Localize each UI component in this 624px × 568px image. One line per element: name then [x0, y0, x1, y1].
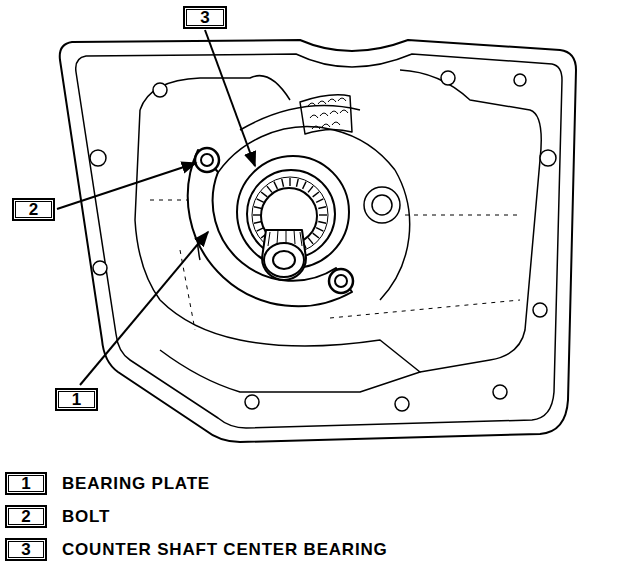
- part-name: BOLT: [62, 505, 110, 528]
- callout-number: 1: [21, 474, 30, 493]
- shaft: [262, 230, 306, 280]
- callout-number: 2: [21, 507, 30, 526]
- case-cavity: [400, 70, 541, 372]
- number-box: 3: [5, 538, 47, 561]
- callout-number: 2: [29, 200, 38, 219]
- case-flange: [76, 54, 562, 428]
- gear: [300, 95, 352, 134]
- bolt: [335, 275, 347, 287]
- bearing-plate: [188, 150, 352, 306]
- legend-entry: 3COUNTER SHAFT CENTER BEARING: [5, 538, 47, 561]
- boss: [372, 195, 392, 215]
- part-name: COUNTER SHAFT CENTER BEARING: [62, 538, 388, 561]
- number-box: 3: [183, 6, 227, 29]
- legend-entry: 2BOLT: [5, 505, 47, 528]
- number-box: 2: [12, 198, 55, 221]
- bore: [380, 170, 410, 300]
- callout-number: 1: [72, 390, 81, 409]
- number-box: 1: [5, 472, 47, 495]
- boss: [364, 187, 400, 223]
- bolt: [201, 154, 213, 166]
- shaft-spline: [268, 230, 302, 246]
- case-outline: [60, 40, 576, 442]
- bolt-holes: [90, 71, 556, 411]
- callout-box: 1: [55, 388, 98, 411]
- gear-teeth: [308, 98, 348, 129]
- number-box: 1: [55, 388, 98, 411]
- shaft-end: [264, 243, 304, 277]
- callout-number: 3: [200, 8, 209, 27]
- case-cavity: [140, 76, 290, 110]
- bolt: [195, 148, 219, 172]
- legend-entry: 1BEARING PLATE: [5, 472, 47, 495]
- bolt: [329, 269, 353, 293]
- leader-lines: [57, 30, 255, 385]
- case-cavity: [135, 110, 160, 300]
- gear: [240, 106, 360, 131]
- case-cavity: [160, 300, 420, 392]
- part-name: BEARING PLATE: [62, 472, 210, 495]
- callout-box: 3: [183, 6, 227, 29]
- shaft-end: [273, 251, 295, 269]
- callout-box: 2: [12, 198, 55, 221]
- callout-number: 3: [21, 540, 30, 559]
- number-box: 2: [5, 505, 47, 528]
